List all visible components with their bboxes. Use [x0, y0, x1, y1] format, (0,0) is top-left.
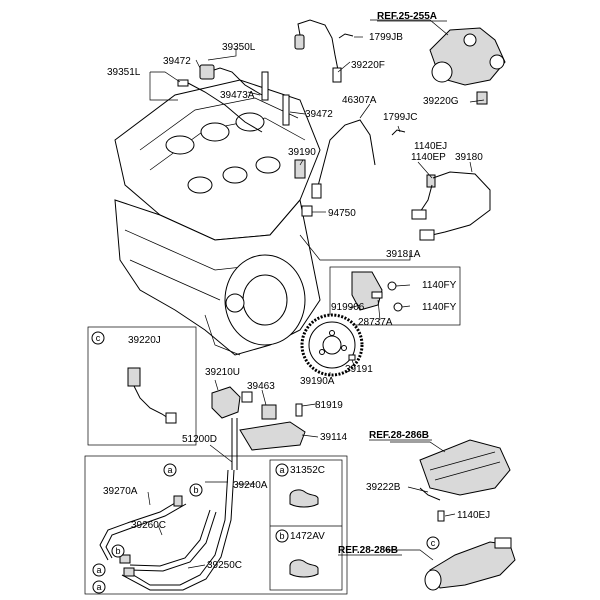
- label-31352c: 31352C: [290, 465, 325, 476]
- label-39222b: 39222B: [366, 482, 401, 493]
- label-1472av: 1472AV: [290, 531, 325, 542]
- part-labels: REF.25-255A 1799JB 39350L 39472 39351L 3…: [103, 11, 490, 571]
- label-1140ej-bot: 1140EJ: [457, 510, 490, 521]
- ref-28-286b-2: REF.28-286B: [338, 545, 398, 556]
- label-39190a: 39190A: [300, 376, 335, 387]
- label-39220f: 39220F: [351, 60, 385, 71]
- callout-b-box: b: [279, 531, 284, 541]
- callout-c-letter: c: [96, 333, 101, 343]
- label-39351l: 39351L: [107, 67, 141, 78]
- label-1140ep: 1140EP: [411, 152, 446, 163]
- label-39180: 39180: [455, 152, 483, 163]
- label-39473a: 39473A: [220, 90, 255, 101]
- sensor-46307a: [294, 119, 406, 217]
- map-sensor-group: [211, 386, 306, 470]
- label-39210u: 39210U: [205, 367, 240, 378]
- ref-25-255a: REF.25-255A: [377, 11, 437, 22]
- callout-c-cat: c: [431, 538, 436, 548]
- hose-assembly-box: [84, 455, 348, 595]
- label-39220g: 39220G: [423, 96, 459, 107]
- label-1140ej-top: 1140EJ: [414, 141, 447, 152]
- label-39190: 39190: [288, 147, 316, 158]
- callout-a-box: a: [279, 465, 284, 475]
- label-39350l: 39350L: [222, 42, 256, 53]
- label-28737a: 28737A: [358, 317, 393, 328]
- label-39220j: 39220J: [128, 335, 161, 346]
- label-39472-top: 39472: [163, 56, 191, 67]
- label-39181a: 39181A: [386, 249, 421, 260]
- label-46307a: 46307A: [342, 95, 377, 106]
- callout-b-2: b: [115, 546, 120, 556]
- heat-shield: [419, 439, 511, 522]
- label-51200d: 51200D: [182, 434, 217, 445]
- oxygen-sensor-39220f: [294, 19, 354, 83]
- target-wheel-39190a: [300, 313, 364, 377]
- label-39472-mid: 39472: [305, 109, 333, 120]
- label-39260c: 39260C: [131, 520, 166, 531]
- detail-box-c: c: [87, 326, 197, 446]
- label-1140fy-1: 1140FY: [422, 280, 457, 291]
- callout-a-2: a: [96, 565, 101, 575]
- label-94750: 94750: [328, 208, 356, 219]
- knock-sensor-39180: [411, 171, 491, 241]
- catalytic-converter: [424, 536, 516, 591]
- engine-block: [114, 79, 321, 356]
- label-1140fy-2: 1140FY: [422, 302, 457, 313]
- label-919906: 919906: [331, 302, 365, 313]
- label-39114: 39114: [320, 432, 348, 443]
- label-39191: 39191: [345, 364, 373, 375]
- label-1799jc: 1799JC: [383, 112, 417, 123]
- cam-sensor-box: [329, 266, 461, 326]
- leader-lines: [147, 19, 485, 569]
- label-1799jb: 1799JB: [369, 32, 403, 43]
- oxygen-sensor-39350l: [177, 64, 290, 133]
- label-39240a: 39240A: [233, 480, 268, 491]
- thermostat-housing: [429, 27, 506, 105]
- callout-a-3: a: [96, 582, 101, 592]
- callout-b-1: b: [193, 485, 198, 495]
- label-39270a: 39270A: [103, 486, 138, 497]
- ref-28-286b-1: REF.28-286B: [369, 430, 429, 441]
- label-81919: 81919: [315, 400, 343, 411]
- label-39463: 39463: [247, 381, 275, 392]
- label-39250c: 39250C: [207, 560, 242, 571]
- callout-a-1: a: [167, 465, 172, 475]
